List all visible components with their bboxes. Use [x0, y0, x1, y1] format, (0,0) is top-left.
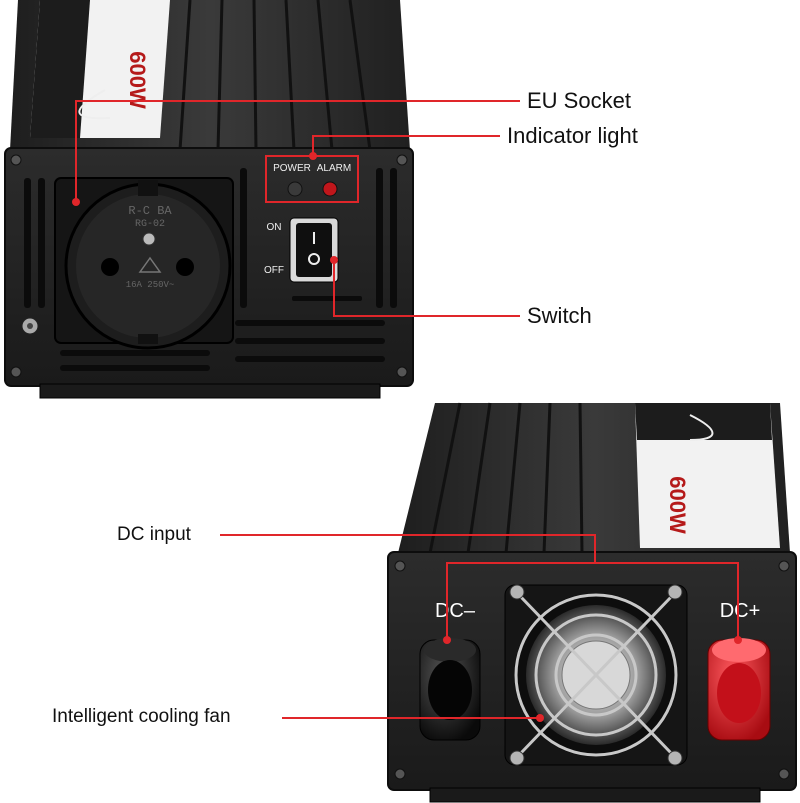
inverter-bottom-view: 600W DC– DC+ [387, 402, 797, 803]
power-led-label: POWER [273, 163, 311, 174]
alarm-led [322, 181, 338, 197]
inverter-top-view: 600W [4, 0, 414, 399]
leader-lines-top [72, 100, 520, 317]
callout-dc-input: DC input [117, 524, 191, 545]
logo-swirl-top [78, 89, 111, 120]
panel-screws-top [10, 154, 408, 378]
leader-dc-input [220, 534, 596, 563]
rating-label-text-top: 600W [125, 51, 150, 109]
switch-off-label: OFF [264, 265, 284, 276]
leader-dc-bracket [446, 562, 739, 640]
dc-positive-terminal [707, 638, 771, 741]
ground-bolt [21, 317, 39, 335]
logo-swirl-bottom [689, 414, 714, 441]
leader-eu-socket [75, 100, 520, 202]
leader-lines-bottom [220, 534, 742, 722]
socket-model-text: RG-02 [135, 219, 165, 230]
callout-switch: Switch [527, 303, 592, 328]
socket-pin-hole-left [101, 258, 119, 276]
vent-slots-right [240, 168, 397, 308]
power-switch [289, 217, 339, 283]
mounting-foot-bottom [429, 787, 761, 803]
cooling-fan [504, 584, 688, 766]
leader-indicator [312, 135, 500, 156]
housing-ribs-bottom [428, 402, 584, 554]
callout-indicator-light: Indicator light [507, 123, 638, 148]
callout-eu-socket: EU Socket [527, 88, 631, 113]
housing-ribs [178, 0, 372, 151]
fan-guard [514, 593, 678, 757]
vent-slots-left [24, 178, 45, 308]
mounting-foot-top [39, 383, 381, 399]
vent-slots-bottom [60, 320, 385, 371]
power-led [287, 181, 303, 197]
eu-socket: R-C BA RG-02 16A 250V~ [54, 177, 234, 350]
dc-plus-label: DC+ [720, 600, 761, 622]
dc-minus-label: DC– [435, 600, 476, 622]
socket-brand-text: R-C BA [128, 204, 172, 218]
socket-rating-text: 16A 250V~ [126, 280, 175, 290]
ground-symbol [138, 256, 162, 273]
switch-on-label: ON [267, 222, 282, 233]
socket-center-screw [142, 232, 156, 246]
socket-pin-hole-right [176, 258, 194, 276]
callout-cooling-fan: Intelligent cooling fan [52, 706, 231, 727]
leader-switch [333, 260, 520, 317]
fan-screws [509, 584, 683, 766]
dc-negative-terminal [419, 638, 481, 741]
panel-screws-bottom [394, 560, 790, 780]
alarm-led-label: ALARM [317, 163, 351, 174]
rating-label-text-bottom: 600W [665, 476, 690, 534]
